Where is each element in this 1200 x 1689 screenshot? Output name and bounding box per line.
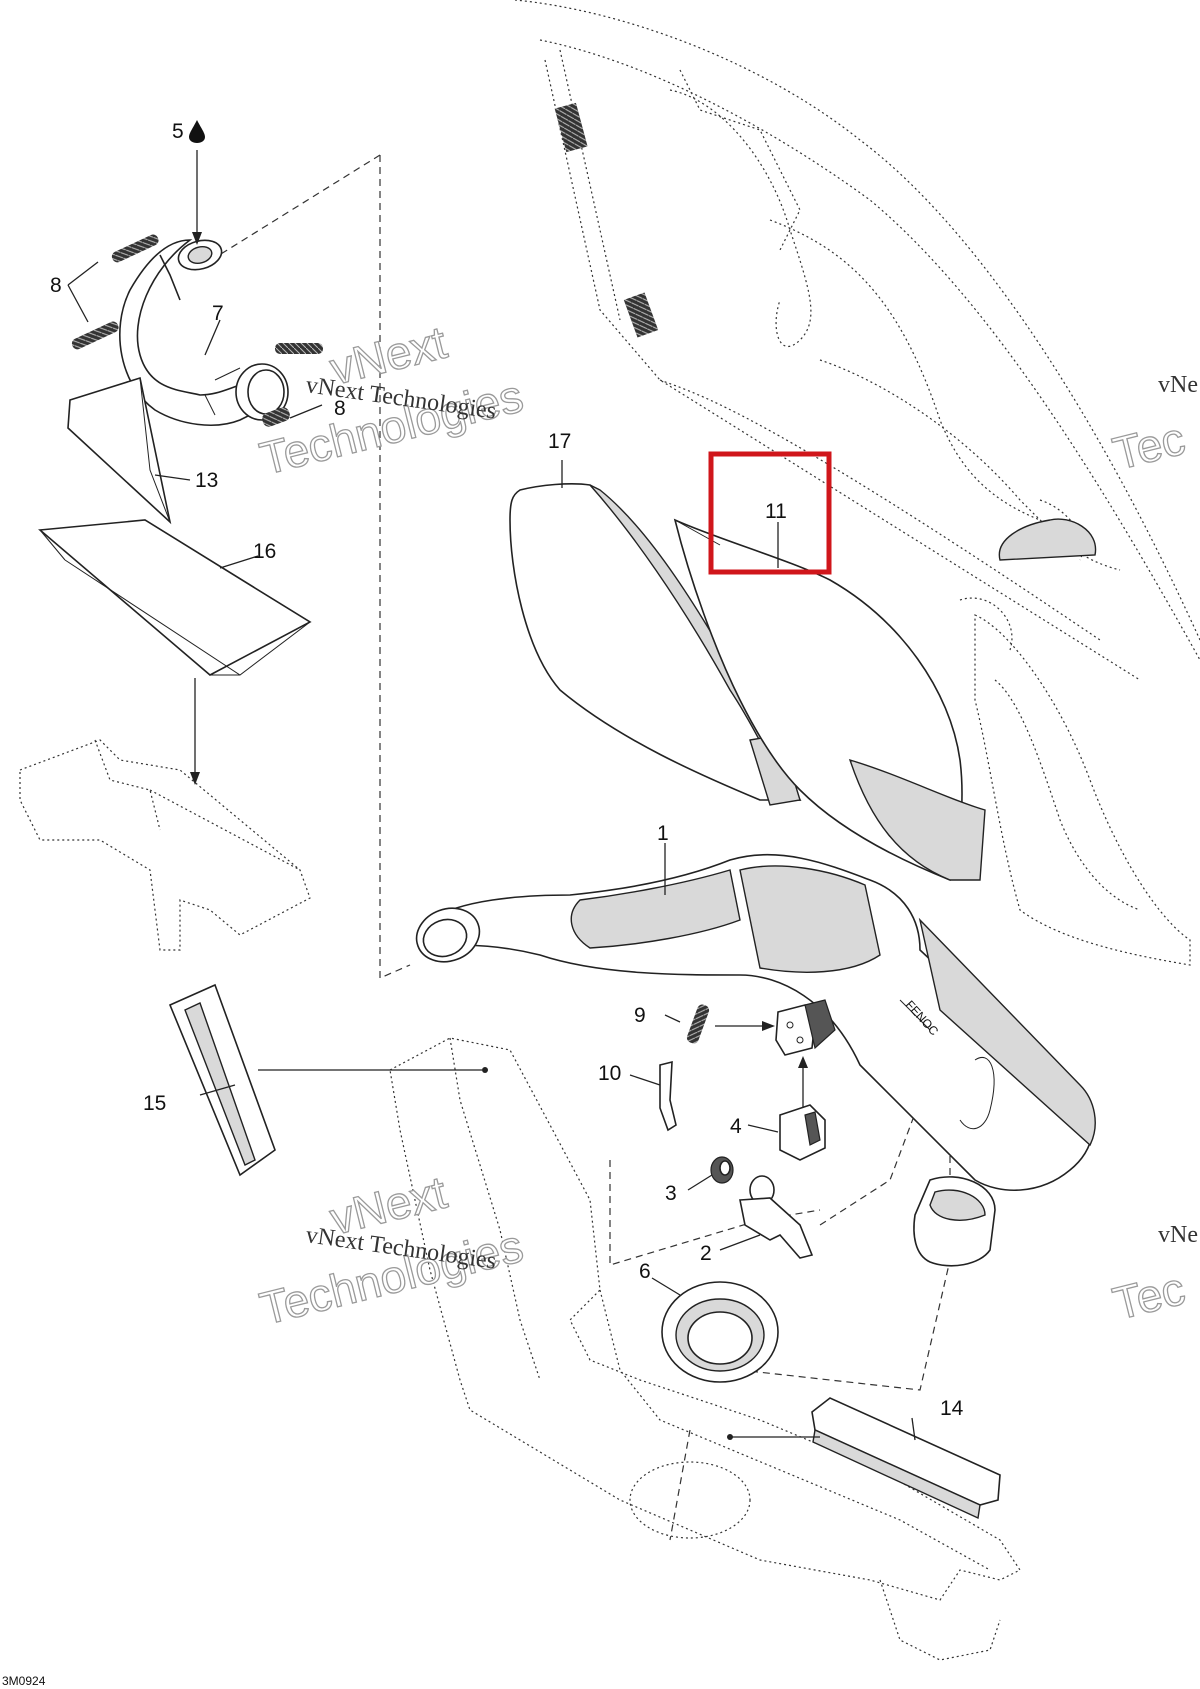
callout-9: 9 [634, 1004, 646, 1027]
muffler-bracket [775, 999, 836, 1056]
callout-6: 6 [639, 1260, 651, 1283]
part-9-spring [686, 1004, 710, 1044]
callout-10: 10 [598, 1062, 621, 1085]
arrow-4-to-bracket [798, 1056, 808, 1110]
highlight-box [708, 451, 832, 575]
callout-16: 16 [253, 540, 276, 563]
callout-8-right: 8 [334, 397, 346, 420]
part-7-exhaust-manifold [119, 239, 289, 426]
watermark-edge-bottom-1: vNe [1158, 1222, 1198, 1248]
watermark-edge-top-2: Tec [1108, 412, 1190, 480]
hood-panel-outline [514, 0, 1200, 681]
callout-2: 2 [700, 1242, 712, 1265]
part-3-grommet [710, 1156, 775, 1205]
callout-3: 3 [665, 1182, 677, 1205]
callout-4: 4 [730, 1115, 742, 1138]
callout-11: 11 [765, 500, 787, 523]
oil-drop-icon [189, 120, 205, 143]
leader-lines [67, 150, 916, 1441]
part-13-heat-shield [67, 376, 172, 525]
part-4-rubber-mount [779, 1104, 826, 1161]
part-1-muffler: FENOC [415, 853, 1096, 1267]
callout-1: 1 [657, 822, 669, 845]
chassis-tunnel [389, 1037, 1021, 1661]
callout-8-left: 8 [50, 274, 62, 297]
watermark-edge-bottom-2: Tec [1108, 1262, 1190, 1330]
watermark-top: vNext Technologies vNext Technologies [254, 315, 528, 485]
part-8-springs [71, 234, 323, 427]
callout-14: 14 [940, 1397, 964, 1420]
part-14-rail [811, 1397, 1001, 1520]
callout-7: 7 [212, 302, 224, 325]
arrow-16-to-mount [190, 678, 200, 785]
part-17-panel [509, 483, 802, 806]
part-16-heat-shield-plate [38, 519, 312, 676]
watermark-edge-top-1: vNe [1158, 372, 1198, 398]
drawing-code: 3M0924 [2, 1674, 46, 1688]
part-11-panel [673, 518, 986, 882]
callout-5: 5 [172, 120, 184, 143]
part-2-bracket-plate [739, 1197, 814, 1259]
left-mount-bracket [19, 739, 311, 951]
part-6-gasket [661, 1281, 779, 1383]
part-15-side-channel [168, 983, 276, 1177]
assembly-guide-lines [207, 154, 951, 1541]
callout-labels: 1 2 3 4 5 6 7 8 8 9 10 11 13 14 15 16 17 [50, 120, 964, 1420]
watermark-bottom: vNext Technologies vNext Technologies [254, 1165, 528, 1335]
callout-13: 13 [195, 469, 218, 492]
callout-15: 15 [143, 1092, 166, 1115]
callout-17: 17 [548, 430, 571, 453]
arrow-9-to-bracket [715, 1021, 775, 1031]
side-panel-outline [974, 614, 1191, 966]
part-10-bracket-strap [659, 1060, 677, 1132]
